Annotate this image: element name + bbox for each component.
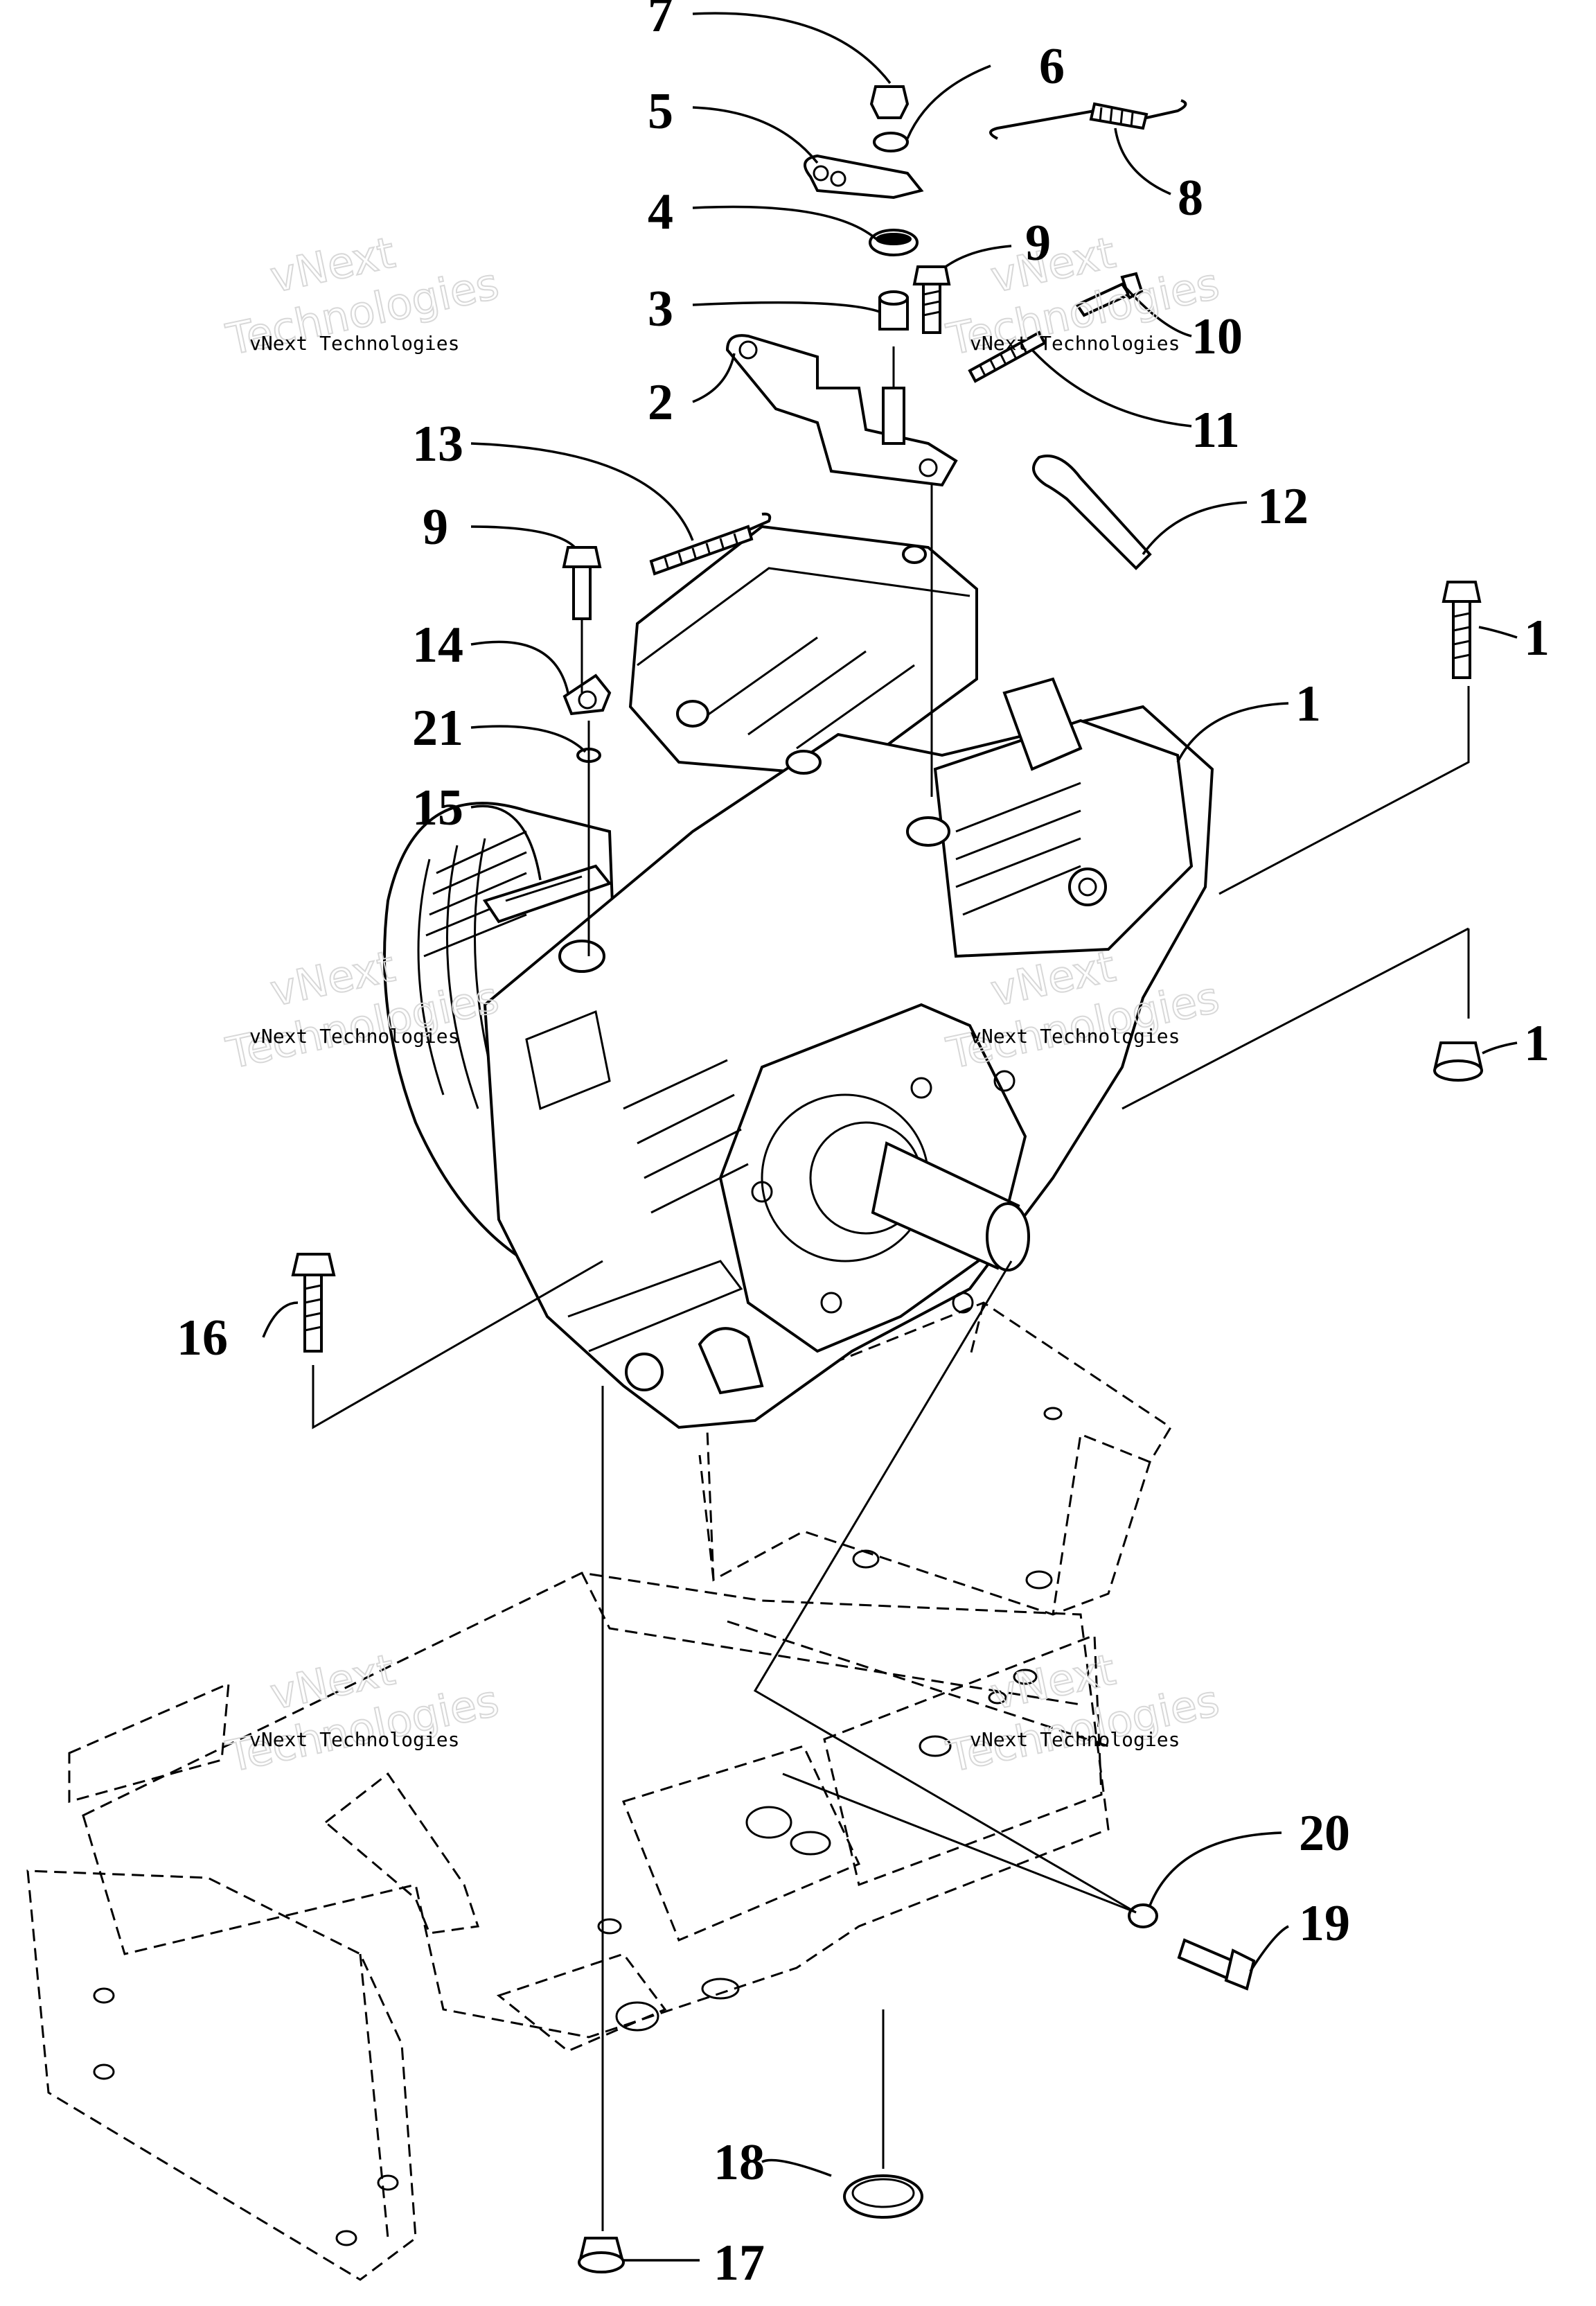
callout-4: 4 (648, 184, 673, 240)
assembly-lines (312, 346, 1470, 2231)
callout-9-top: 9 (1025, 215, 1051, 272)
watermark-1: vNext Technologies vNext Technologies (221, 227, 504, 366)
watermark-label: vNext Technologies (970, 1025, 1180, 1048)
watermark-label: vNext Technologies (249, 1728, 459, 1751)
callout-19: 19 (1299, 1895, 1350, 1952)
callout-10: 10 (1191, 308, 1243, 365)
watermark-6: vNext Technologies vNext Technologies (941, 1644, 1224, 1783)
callout-5: 5 (648, 83, 673, 140)
leader-lines (262, 12, 1518, 2262)
callout-13: 13 (412, 416, 463, 473)
callout-8: 8 (1178, 170, 1203, 227)
callout-20: 20 (1299, 1805, 1350, 1862)
callout-16: 16 (177, 1310, 228, 1366)
callout-11: 11 (1191, 402, 1240, 459)
watermark-2: vNext Technologies vNext Technologies (941, 227, 1224, 366)
callout-21: 21 (412, 700, 463, 757)
callout-1-bolt: 1 (1524, 610, 1550, 667)
chassis-frame (26, 1301, 1173, 2281)
callout-15: 15 (412, 780, 463, 836)
callout-17: 17 (713, 2235, 765, 2291)
callout-14: 14 (412, 617, 463, 674)
callout-1-engine: 1 (1295, 676, 1321, 732)
callout-3: 3 (648, 281, 673, 337)
callout-6: 6 (1039, 38, 1065, 95)
callout-12: 12 (1257, 478, 1309, 535)
watermark-label: vNext Technologies (970, 1728, 1180, 1751)
watermark-5: vNext Technologies vNext Technologies (221, 1644, 504, 1783)
callout-1-nut: 1 (1524, 1015, 1550, 1072)
callout-18: 18 (713, 2134, 765, 2191)
callout-labels: 7 6 5 8 4 9 3 10 2 11 13 12 9 1 14 1 21 … (177, 0, 1550, 2291)
callout-9-left: 9 (423, 499, 448, 556)
watermark-label: vNext Technologies (970, 332, 1180, 355)
throttle-control-parts (291, 85, 1483, 2273)
callout-2: 2 (648, 374, 673, 431)
callout-7: 7 (648, 0, 673, 43)
engine-assembly (383, 525, 1214, 1429)
watermark-label: vNext Technologies (249, 1025, 459, 1048)
watermark-label: vNext Technologies (249, 332, 459, 355)
